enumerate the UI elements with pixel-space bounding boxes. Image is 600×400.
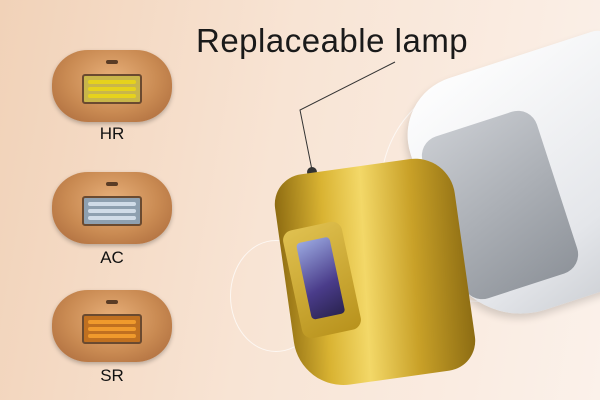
- lamp-sr: [52, 290, 172, 362]
- lamp-label-hr: HR: [99, 124, 125, 143]
- lamp-ac: [52, 172, 172, 244]
- lamp-label-ac: AC: [100, 248, 124, 267]
- lamp-glass: [295, 236, 346, 320]
- lamp-label-sr: SR: [100, 366, 124, 385]
- title: Replaceable lamp: [196, 22, 469, 59]
- lamp-hr: [52, 50, 172, 122]
